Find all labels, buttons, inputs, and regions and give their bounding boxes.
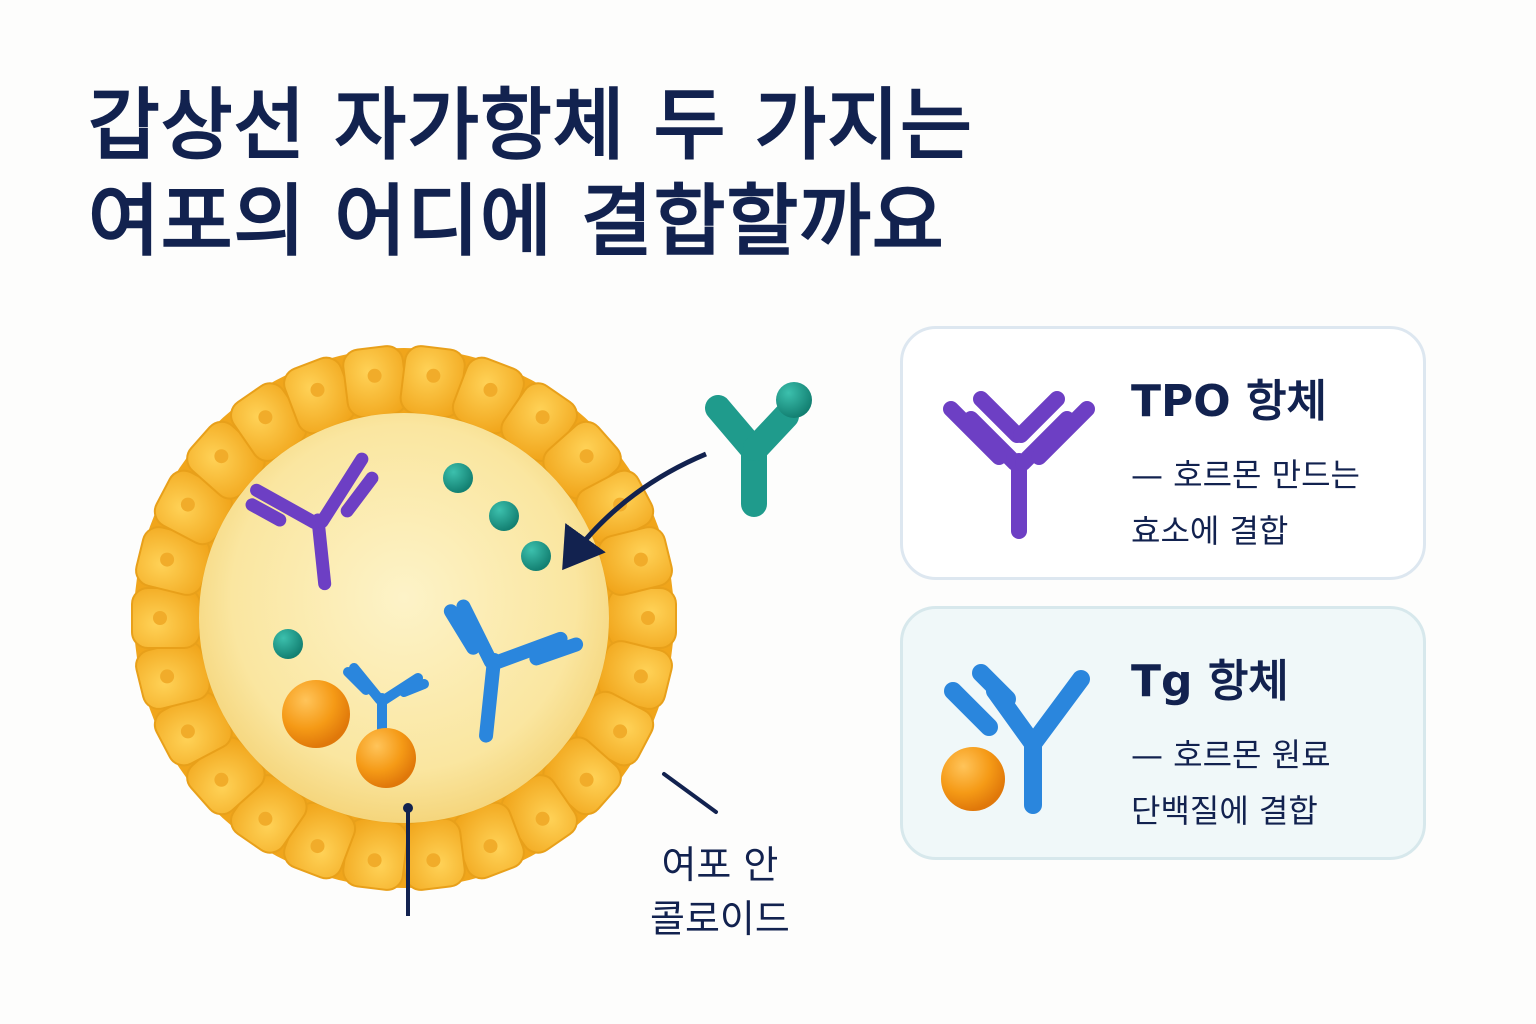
- cell-nucleus: [426, 368, 441, 383]
- cell-nucleus: [483, 839, 498, 854]
- colloid-label-line: [662, 772, 718, 814]
- cell-nucleus: [258, 410, 273, 425]
- cell-nucleus: [310, 839, 325, 854]
- cell-nucleus: [579, 449, 594, 464]
- title-line-1: 갑상선 자가항체 두 가지는: [88, 81, 973, 171]
- colloid-pointer-dot: [403, 803, 413, 813]
- tpo-antibody-icon: [943, 391, 1095, 539]
- cell-nucleus: [367, 368, 382, 383]
- tpo-desc-line-1: — 호르몬 만드는: [1131, 456, 1360, 494]
- teal-dot: [521, 541, 551, 571]
- thyroglobulin-sphere-icon: [356, 728, 416, 788]
- tg-card-title: Tg 항체: [1131, 656, 1289, 707]
- cell-nucleus: [579, 772, 594, 787]
- cell-nucleus: [483, 382, 498, 397]
- cell-nucleus: [633, 669, 648, 684]
- title-line-2: 여포의 어디에 결합할까요: [88, 177, 945, 267]
- thyroglobulin-sphere-icon: [282, 680, 350, 748]
- tg-antibody-small-icon: [343, 663, 429, 743]
- cell-nucleus: [180, 497, 195, 512]
- tpo-card-description: — 호르몬 만드는 효소에 결합: [1131, 447, 1360, 559]
- cell-nucleus: [214, 449, 229, 464]
- thyroglobulin-sphere-icon: [941, 747, 1005, 811]
- tg-desc-line-1: — 호르몬 원료: [1131, 736, 1331, 774]
- tpo-antibody-icon: [245, 452, 379, 591]
- tg-card-description: — 호르몬 원료 단백질에 결합: [1131, 727, 1331, 839]
- cell-nucleus: [160, 669, 175, 684]
- cell-nucleus: [160, 552, 175, 567]
- page-title: 갑상선 자가항체 두 가지는 여포의 어디에 결합할까요: [88, 78, 1188, 270]
- cell-nucleus: [641, 611, 655, 625]
- cell-nucleus: [180, 724, 195, 739]
- tpo-card-title: TPO 항체: [1131, 376, 1327, 427]
- cell-nucleus: [367, 853, 382, 868]
- tg-antibody-icon: [443, 599, 584, 743]
- cell-nucleus: [258, 811, 273, 826]
- cell-nucleus: [633, 552, 648, 567]
- cell-nucleus: [214, 772, 229, 787]
- colloid-label: 여포 안 콜로이드: [650, 838, 790, 946]
- tg-desc-line-2: 단백질에 결합: [1131, 792, 1318, 830]
- cell-nucleus: [535, 811, 550, 826]
- teal-dot: [273, 629, 303, 659]
- teal-dot: [489, 501, 519, 531]
- cell-nucleus: [310, 382, 325, 397]
- tg-antibody-icon: [941, 664, 1090, 814]
- tpo-desc-line-2: 효소에 결합: [1131, 512, 1289, 550]
- tg-antibody-card: Tg 항체 — 호르몬 원료 단백질에 결합: [900, 606, 1426, 860]
- tpo-antibody-card: TPO 항체 — 호르몬 만드는 효소에 결합: [900, 326, 1426, 580]
- cell-nucleus: [426, 853, 441, 868]
- follicle-cells: [131, 345, 677, 891]
- colloid-label-line-2: 콜로이드: [650, 897, 790, 941]
- cell-nucleus: [535, 410, 550, 425]
- cell-nucleus: [153, 611, 167, 625]
- colloid-label-line-1: 여포 안: [661, 843, 779, 887]
- arrow-icon: [562, 451, 707, 571]
- teal-antibody-icon: [705, 382, 812, 517]
- teal-dot: [443, 463, 473, 493]
- cell-nucleus: [613, 724, 628, 739]
